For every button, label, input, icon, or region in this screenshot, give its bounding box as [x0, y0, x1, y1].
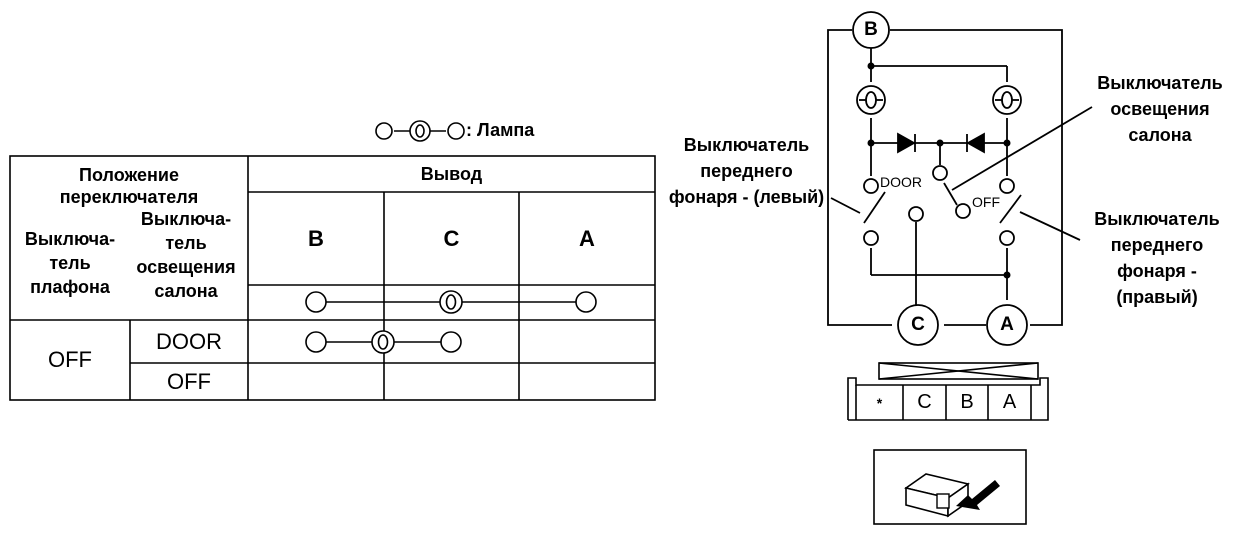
terminal-header-a: A: [579, 225, 595, 251]
terminal-header-b: B: [308, 225, 324, 251]
diode-right-icon: [966, 132, 985, 154]
right-switch-label: Выключатель переднего фонаря - (правый): [1094, 209, 1220, 307]
header-dome-switch: Выключа-тель плафона: [24, 229, 116, 297]
terminal-b-circle: [852, 11, 890, 49]
connector-pin-4: A: [1002, 391, 1017, 413]
connector-pin-3: B: [960, 391, 974, 413]
connector-icon: [847, 362, 1049, 421]
terminal-b-label: B: [864, 19, 878, 40]
connector-pin-2: C: [917, 391, 932, 413]
continuity-line-row-2: [305, 330, 462, 354]
terminal-a-label: A: [1000, 314, 1014, 335]
off-contact-label: OFF: [972, 194, 1000, 210]
room-switch-label: Выключатель освещения салона: [1097, 73, 1223, 145]
door-contact-label: DOOR: [880, 174, 922, 190]
terminal-c-label: C: [911, 314, 925, 335]
connector-pin-1: *: [876, 394, 883, 411]
terminal-header-c: C: [443, 225, 460, 251]
table-grid: [9, 120, 656, 401]
header-switch-position: Положение переключателя: [59, 165, 199, 207]
legend-lamp-icon: [375, 120, 465, 142]
legend-lamp-label: : Лампа: [466, 120, 535, 140]
dome-switch-value: OFF: [48, 347, 92, 372]
header-terminal: Вывод: [420, 163, 483, 184]
connector-location-icon: [873, 449, 1027, 525]
room-switch-value-door: DOOR: [156, 328, 222, 354]
continuity-line-row-1: [305, 290, 597, 314]
terminal-a-circle: [986, 304, 1028, 346]
room-switch-value-off: OFF: [167, 368, 211, 394]
terminal-c-circle: [897, 304, 939, 346]
diode-left-icon: [897, 132, 916, 154]
header-room-switch: Выключа-тель освещения салона: [136, 209, 236, 301]
left-switch-label: Выключатель переднего фонаря - (левый): [668, 135, 825, 207]
